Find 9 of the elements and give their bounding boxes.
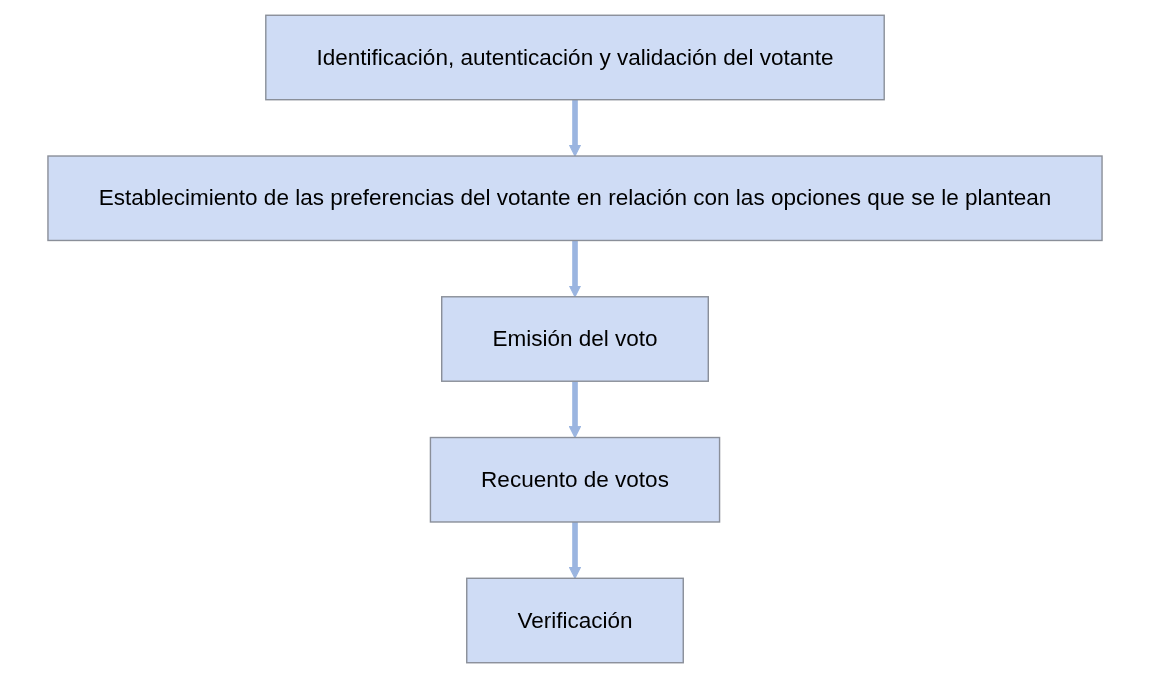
arrow (568, 99, 582, 157)
arrow (568, 380, 582, 438)
node-box: Establecimiento de las preferencias del votante en relación con las opciones que se le plantean (47, 154, 1103, 241)
node-box: Emisión del voto (441, 295, 709, 382)
arrow (568, 239, 582, 297)
node-box: Recuento de votos (429, 436, 721, 523)
node-box: Identificación, autenticación y validación del votante (265, 14, 885, 100)
node-box: Verificación (466, 577, 684, 663)
arrow (568, 521, 582, 579)
